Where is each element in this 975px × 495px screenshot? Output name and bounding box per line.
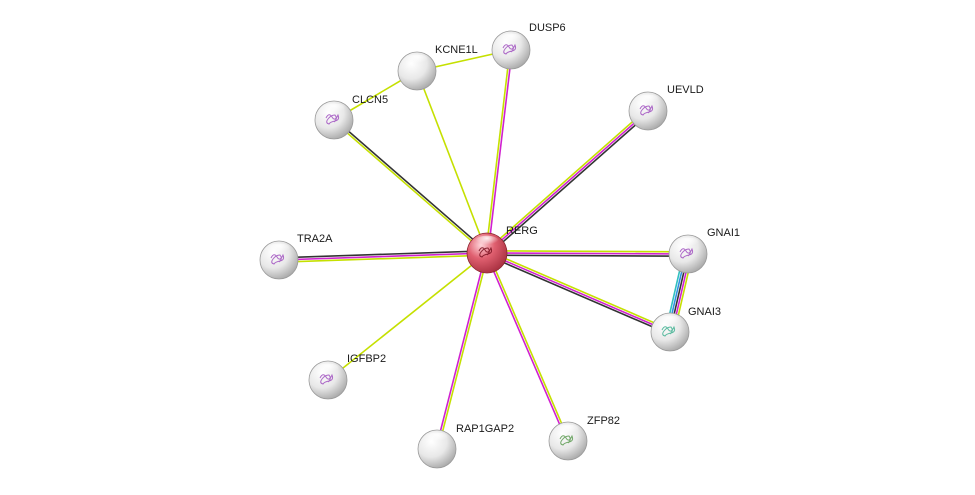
node-label-kcne1l: KCNE1L — [435, 44, 478, 56]
node-highlight — [474, 235, 500, 249]
node-kcne1l[interactable]: KCNE1L — [397, 44, 478, 91]
node-highlight — [676, 237, 700, 250]
node-label-rap1gap2: RAP1GAP2 — [456, 423, 514, 435]
node-label-gnai1: GNAI1 — [707, 227, 740, 239]
edge-evidence-line — [334, 118, 489, 253]
edge-evidence-line — [332, 120, 487, 255]
edge-evidence-line — [486, 252, 689, 255]
node-highlight — [658, 315, 682, 328]
edge-rerg-gnai1 — [486, 250, 689, 257]
edge-evidence-line — [278, 250, 487, 259]
node-dusp6[interactable]: DUSP6 — [491, 22, 566, 70]
node-label-dusp6: DUSP6 — [529, 22, 566, 34]
edge-evidence-line — [487, 252, 570, 441]
edge-evidence-line — [485, 108, 648, 252]
edge-rerg-rap1gap2 — [435, 252, 489, 450]
edge-evidence-line — [437, 253, 489, 450]
edge-evidence-line — [485, 254, 670, 335]
node-uevld[interactable]: UEVLD — [628, 84, 704, 131]
node-zfp82[interactable]: ZFP82 — [548, 415, 620, 461]
node-clcn5[interactable]: CLCN5 — [314, 94, 388, 140]
node-highlight — [405, 54, 429, 67]
node-label-uevld: UEVLD — [667, 84, 704, 96]
edge-rerg-kcne1l — [416, 70, 488, 254]
node-igfbp2[interactable]: IGFBP2 — [308, 353, 386, 400]
edge-evidence-line — [486, 254, 688, 257]
edge-evidence-line — [487, 112, 650, 256]
edge-evidence-line — [487, 50, 513, 254]
node-highlight — [316, 363, 340, 376]
edge-rerg-dusp6 — [485, 49, 513, 254]
node-highlight — [499, 33, 523, 46]
edge-evidence-line — [486, 110, 649, 254]
node-gnai3[interactable]: GNAI3 — [650, 306, 721, 352]
edge-evidence-line — [416, 70, 488, 254]
edge-evidence-line — [435, 252, 487, 449]
edge-rerg-clcn5 — [332, 118, 489, 255]
edge-evidence-line — [486, 252, 671, 333]
node-label-gnai3: GNAI3 — [688, 306, 721, 318]
node-label-tra2a: TRA2A — [297, 233, 333, 245]
edge-rerg-igfbp2 — [327, 252, 488, 381]
edge-evidence-line — [279, 254, 488, 263]
edge-evidence-line — [487, 250, 672, 331]
node-gnai1[interactable]: GNAI1 — [668, 227, 740, 274]
edge-evidence-line — [487, 250, 689, 253]
node-highlight — [636, 94, 660, 107]
edge-evidence-line — [278, 252, 488, 261]
node-highlight — [425, 432, 449, 445]
node-label-igfbp2: IGFBP2 — [347, 353, 386, 365]
edge-evidence-line — [485, 49, 511, 253]
node-rerg[interactable]: RERG — [466, 225, 538, 274]
edge-evidence-line — [485, 253, 568, 442]
edge-rerg-zfp82 — [485, 252, 570, 442]
node-highlight — [267, 243, 291, 256]
node-highlight — [556, 424, 580, 437]
node-label-zfp82: ZFP82 — [587, 415, 620, 427]
node-label-rerg: RERG — [506, 225, 538, 237]
edge-rerg-tra2a — [278, 250, 488, 263]
edge-evidence-line — [327, 252, 488, 381]
node-label-clcn5: CLCN5 — [352, 94, 388, 106]
node-rap1gap2[interactable]: RAP1GAP2 — [417, 423, 514, 469]
node-tra2a[interactable]: TRA2A — [259, 233, 333, 280]
edge-rerg-gnai3 — [485, 250, 672, 335]
edge-rerg-uevld — [485, 108, 650, 256]
node-highlight — [322, 103, 346, 116]
